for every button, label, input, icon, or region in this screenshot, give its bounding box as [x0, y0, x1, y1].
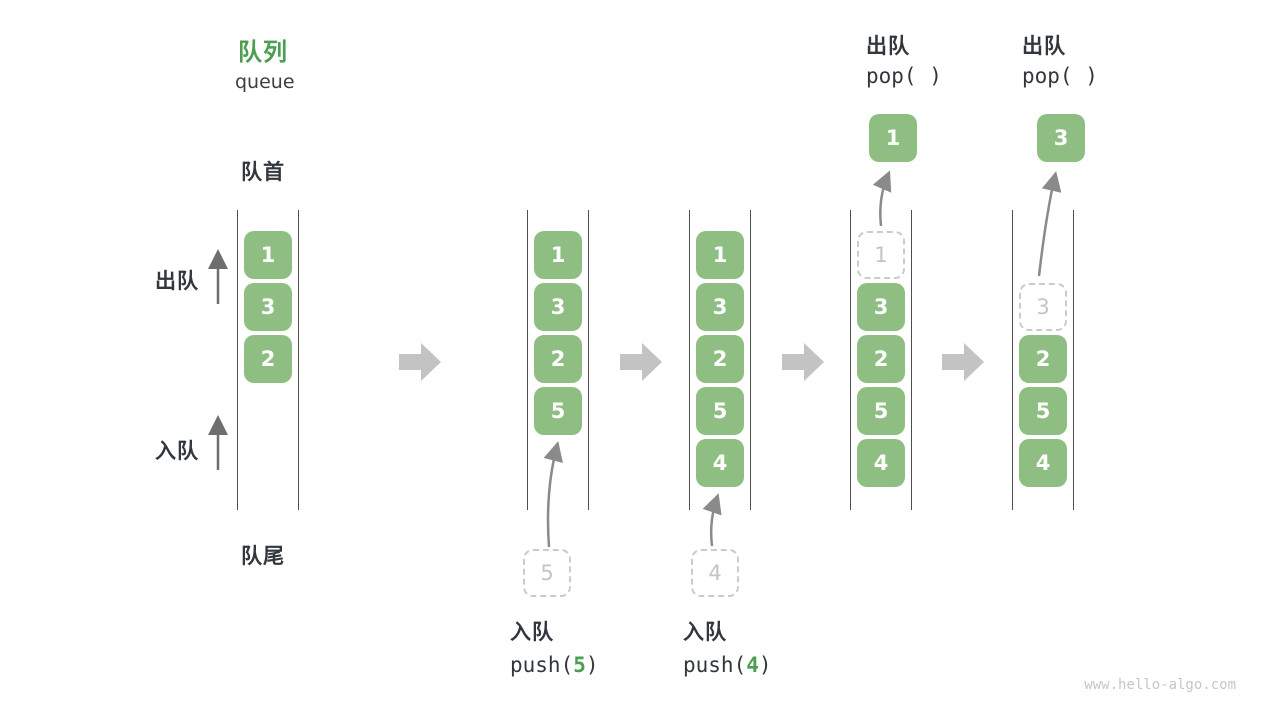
queue-item-box: 4	[1019, 439, 1067, 487]
queue-item-box: 5	[1019, 387, 1067, 435]
queue-item-box: 1	[696, 231, 744, 279]
label-enqueue: 入队	[155, 439, 199, 463]
queue-item-dashed-box: 3	[1019, 283, 1067, 331]
queue-item-box: 2	[696, 335, 744, 383]
operation-label: 入队	[510, 620, 554, 644]
operation-code: push(4)	[683, 653, 772, 677]
label-queue-rear: 队尾	[241, 544, 285, 568]
operation-code: pop( )	[866, 64, 942, 88]
queue-item-box: 1	[244, 231, 292, 279]
operation-arg: 5	[573, 653, 586, 677]
queue-item-box: 2	[534, 335, 582, 383]
queue-item-box: 3	[857, 283, 905, 331]
queue-item-box: 2	[1019, 335, 1067, 383]
operation-fn-close: )	[758, 653, 772, 677]
diagram-title-en: queue	[235, 71, 295, 93]
state-transition-arrow-4	[942, 343, 984, 381]
operation-label: 入队	[683, 620, 727, 644]
incoming-item-box: 5	[523, 549, 571, 597]
queue-item-box: 5	[857, 387, 905, 435]
queue-item-box: 1	[534, 231, 582, 279]
queue-item-box: 2	[857, 335, 905, 383]
state-transition-arrow-1	[399, 343, 441, 381]
operation-code: pop( )	[1022, 64, 1098, 88]
operation-code: push(5)	[510, 653, 599, 677]
queue-item-box: 3	[244, 283, 292, 331]
watermark: www.hello-algo.com	[1084, 677, 1236, 693]
incoming-item-box: 4	[691, 549, 739, 597]
queue-column-frame-2	[527, 210, 589, 510]
operation-fn-close: )	[585, 653, 599, 677]
queue-column-frame-4	[850, 210, 912, 510]
label-dequeue: 出队	[155, 269, 199, 293]
operation-label: 出队	[1022, 34, 1066, 58]
queue-column-frame-3	[689, 210, 751, 510]
label-queue-front: 队首	[241, 160, 285, 184]
queue-item-box: 3	[696, 283, 744, 331]
popped-item-box: 3	[1037, 114, 1085, 162]
operation-fn: push(	[683, 653, 747, 677]
queue-item-box: 4	[857, 439, 905, 487]
state-transition-arrow-3	[782, 343, 824, 381]
popped-item-box: 1	[869, 114, 917, 162]
queue-item-box: 2	[244, 335, 292, 383]
queue-column-frame-1	[237, 210, 299, 510]
queue-column-frame-5	[1012, 210, 1074, 510]
queue-item-box: 5	[696, 387, 744, 435]
diagram-title-zh: 队列	[238, 38, 288, 66]
operation-fn: push(	[510, 653, 574, 677]
state-transition-arrow-2	[620, 343, 662, 381]
queue-item-dashed-box: 1	[857, 231, 905, 279]
operation-arg: 4	[746, 653, 759, 677]
queue-item-box: 5	[534, 387, 582, 435]
operation-label: 出队	[866, 34, 910, 58]
queue-item-box: 4	[696, 439, 744, 487]
queue-item-box: 3	[534, 283, 582, 331]
